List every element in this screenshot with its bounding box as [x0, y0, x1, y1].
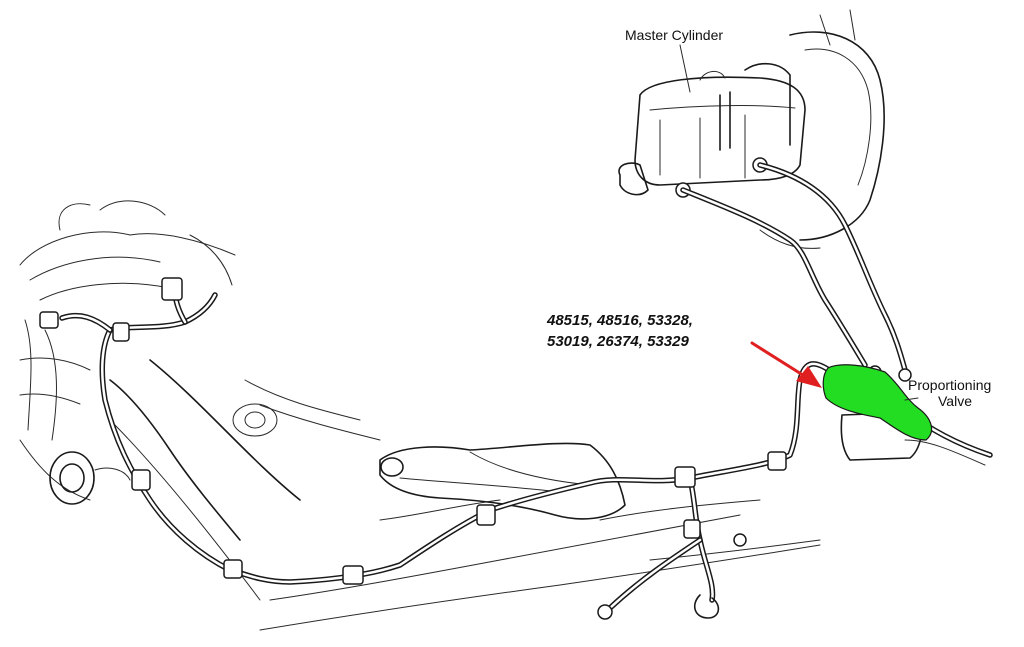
master-cylinder-label: Master Cylinder	[625, 27, 723, 43]
proportioning-valve-label-line-2: Valve	[938, 393, 972, 409]
part-numbers-line-1: 48515, 48516, 53328,	[546, 312, 693, 329]
part-numbers-line-2: 53019, 26374, 53329	[547, 333, 689, 350]
control-arm-sketch	[379, 442, 626, 520]
proportioning-valve-label-line-1: Proportioning	[908, 377, 991, 393]
leader-lines	[679, 44, 919, 401]
booster-sketch	[759, 9, 885, 249]
master-cylinder-drawing	[618, 62, 806, 198]
red-arrow	[750, 341, 822, 388]
proportioning-valve-highlight	[822, 364, 933, 441]
left-suspension-sketch	[19, 200, 236, 505]
line-clips	[39, 277, 787, 620]
